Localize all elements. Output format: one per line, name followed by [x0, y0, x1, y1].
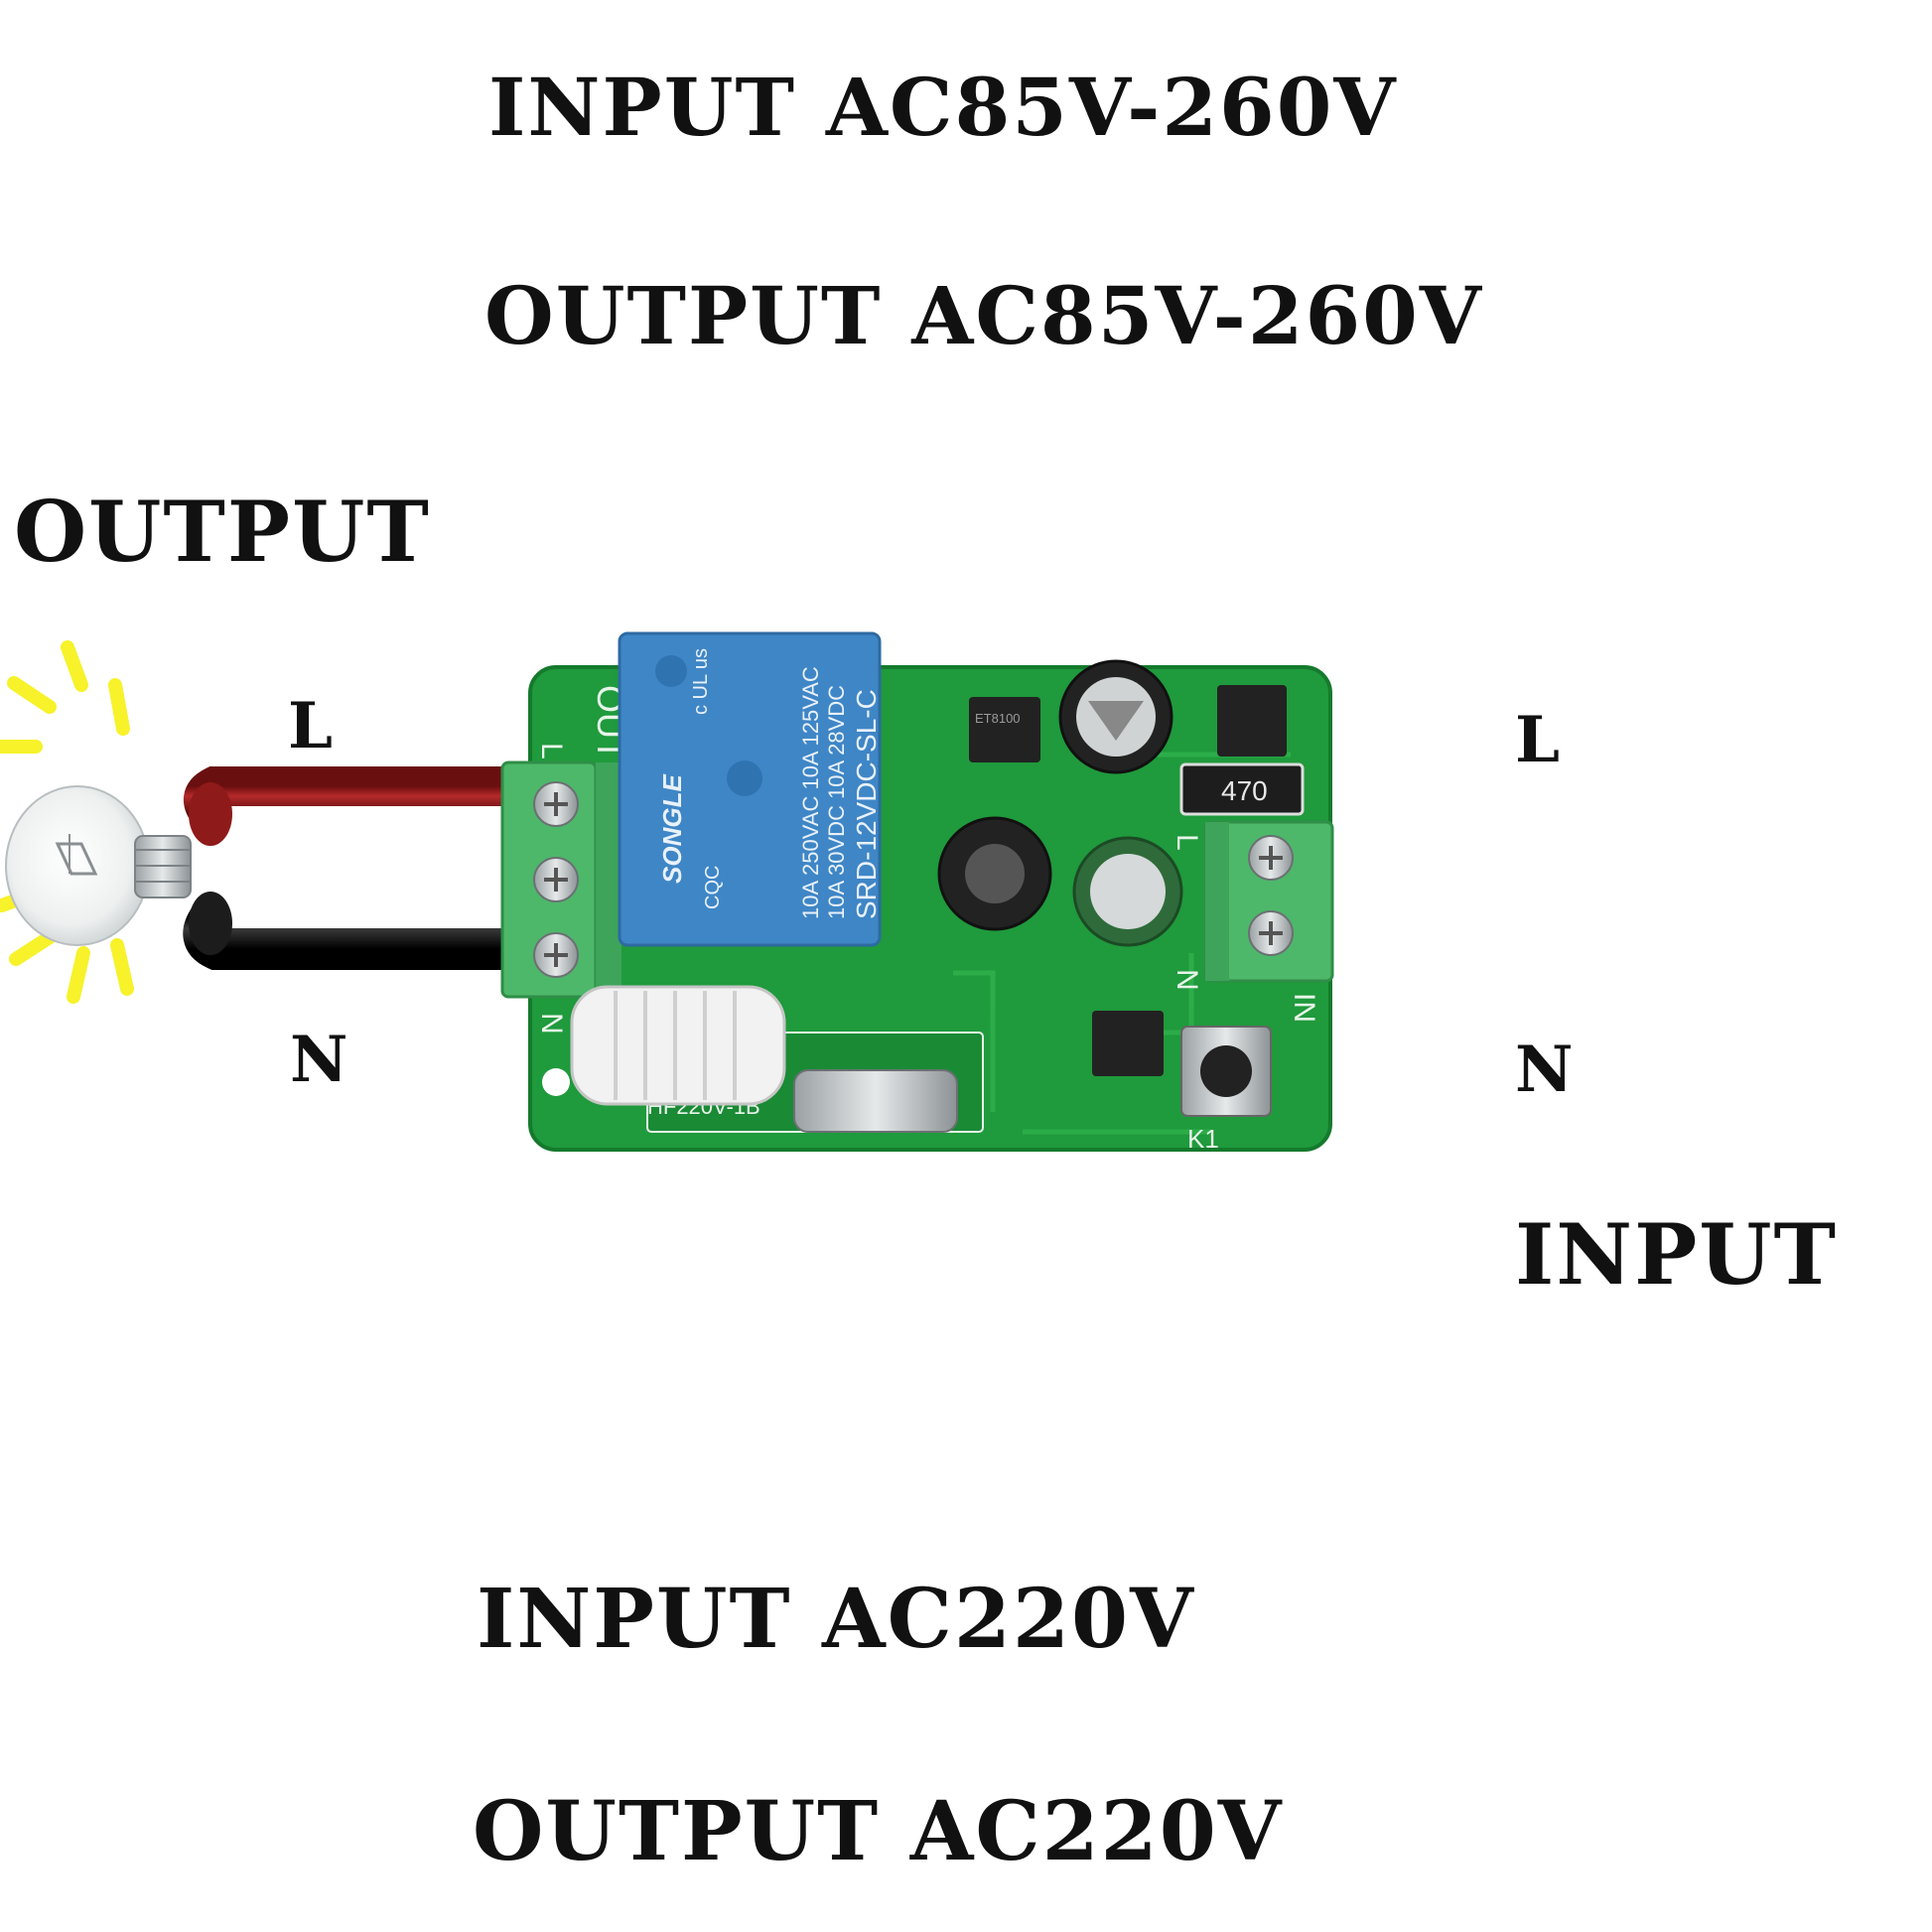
- relay-cert-ul: c UL us: [690, 648, 712, 715]
- relay-model: SRD-12VDC-SL-C: [851, 689, 882, 919]
- output-live-label: L: [288, 689, 335, 763]
- silk-in: IN: [1288, 993, 1320, 1023]
- spec-input-top: INPUT AC85V-260V: [488, 61, 1398, 154]
- left-neutral-wire: [183, 897, 529, 970]
- input-live-label: L: [1515, 703, 1562, 777]
- relay-board: OUT L N L N IN K1: [500, 631, 1334, 1154]
- input-heading: INPUT: [1515, 1205, 1838, 1304]
- input-neutral-label: N: [1515, 1033, 1576, 1107]
- wires: [183, 766, 1680, 975]
- spec-output-bottom: OUTPUT AC220V: [473, 1784, 1284, 1879]
- input-terminal-block: [1203, 820, 1334, 983]
- chip-bottom: [1092, 1011, 1164, 1076]
- capacitor-top: [1058, 659, 1173, 774]
- resistor: 470: [1179, 762, 1305, 816]
- resistor-label: 470: [1221, 775, 1268, 806]
- silk-out-l: L: [535, 743, 568, 759]
- output-heading: OUTPUT: [14, 483, 431, 581]
- output-terminal-block: [500, 760, 621, 999]
- relay-brand: SONGLE: [657, 774, 687, 884]
- spec-output-top: OUTPUT AC85V-260V: [484, 269, 1483, 362]
- mount-hole: [542, 1068, 570, 1096]
- capacitor-bottom: [1072, 836, 1183, 947]
- left-live-wire: [184, 766, 528, 834]
- relay-cert-cqc: CQC: [702, 866, 724, 909]
- push-button: [1180, 1026, 1272, 1117]
- antenna-coil: [570, 985, 786, 1106]
- glow-rays: [0, 640, 134, 1004]
- regulator: [1217, 685, 1287, 757]
- silk-in-l: L: [1171, 834, 1203, 851]
- button-label: K1: [1187, 1124, 1219, 1154]
- relay: SONGLE CQC 10A 250VAC 10A 125VAC 10A 30V…: [618, 631, 882, 947]
- chip-label: ET8100: [975, 711, 1021, 726]
- spec-input-bottom: INPUT AC220V: [477, 1572, 1195, 1667]
- relay-rating-2: 10A 30VDC 10A 28VDC: [824, 685, 849, 919]
- silk-in-n: N: [1171, 969, 1203, 991]
- inductor: [937, 816, 1052, 931]
- chip-top: ET8100: [969, 697, 1040, 762]
- relay-rating-1: 10A 250VAC 10A 125VAC: [798, 666, 823, 919]
- light-bulb-icon: [0, 640, 192, 1004]
- output-neutral-label: N: [290, 1023, 350, 1097]
- silk-out-n: N: [535, 1013, 568, 1035]
